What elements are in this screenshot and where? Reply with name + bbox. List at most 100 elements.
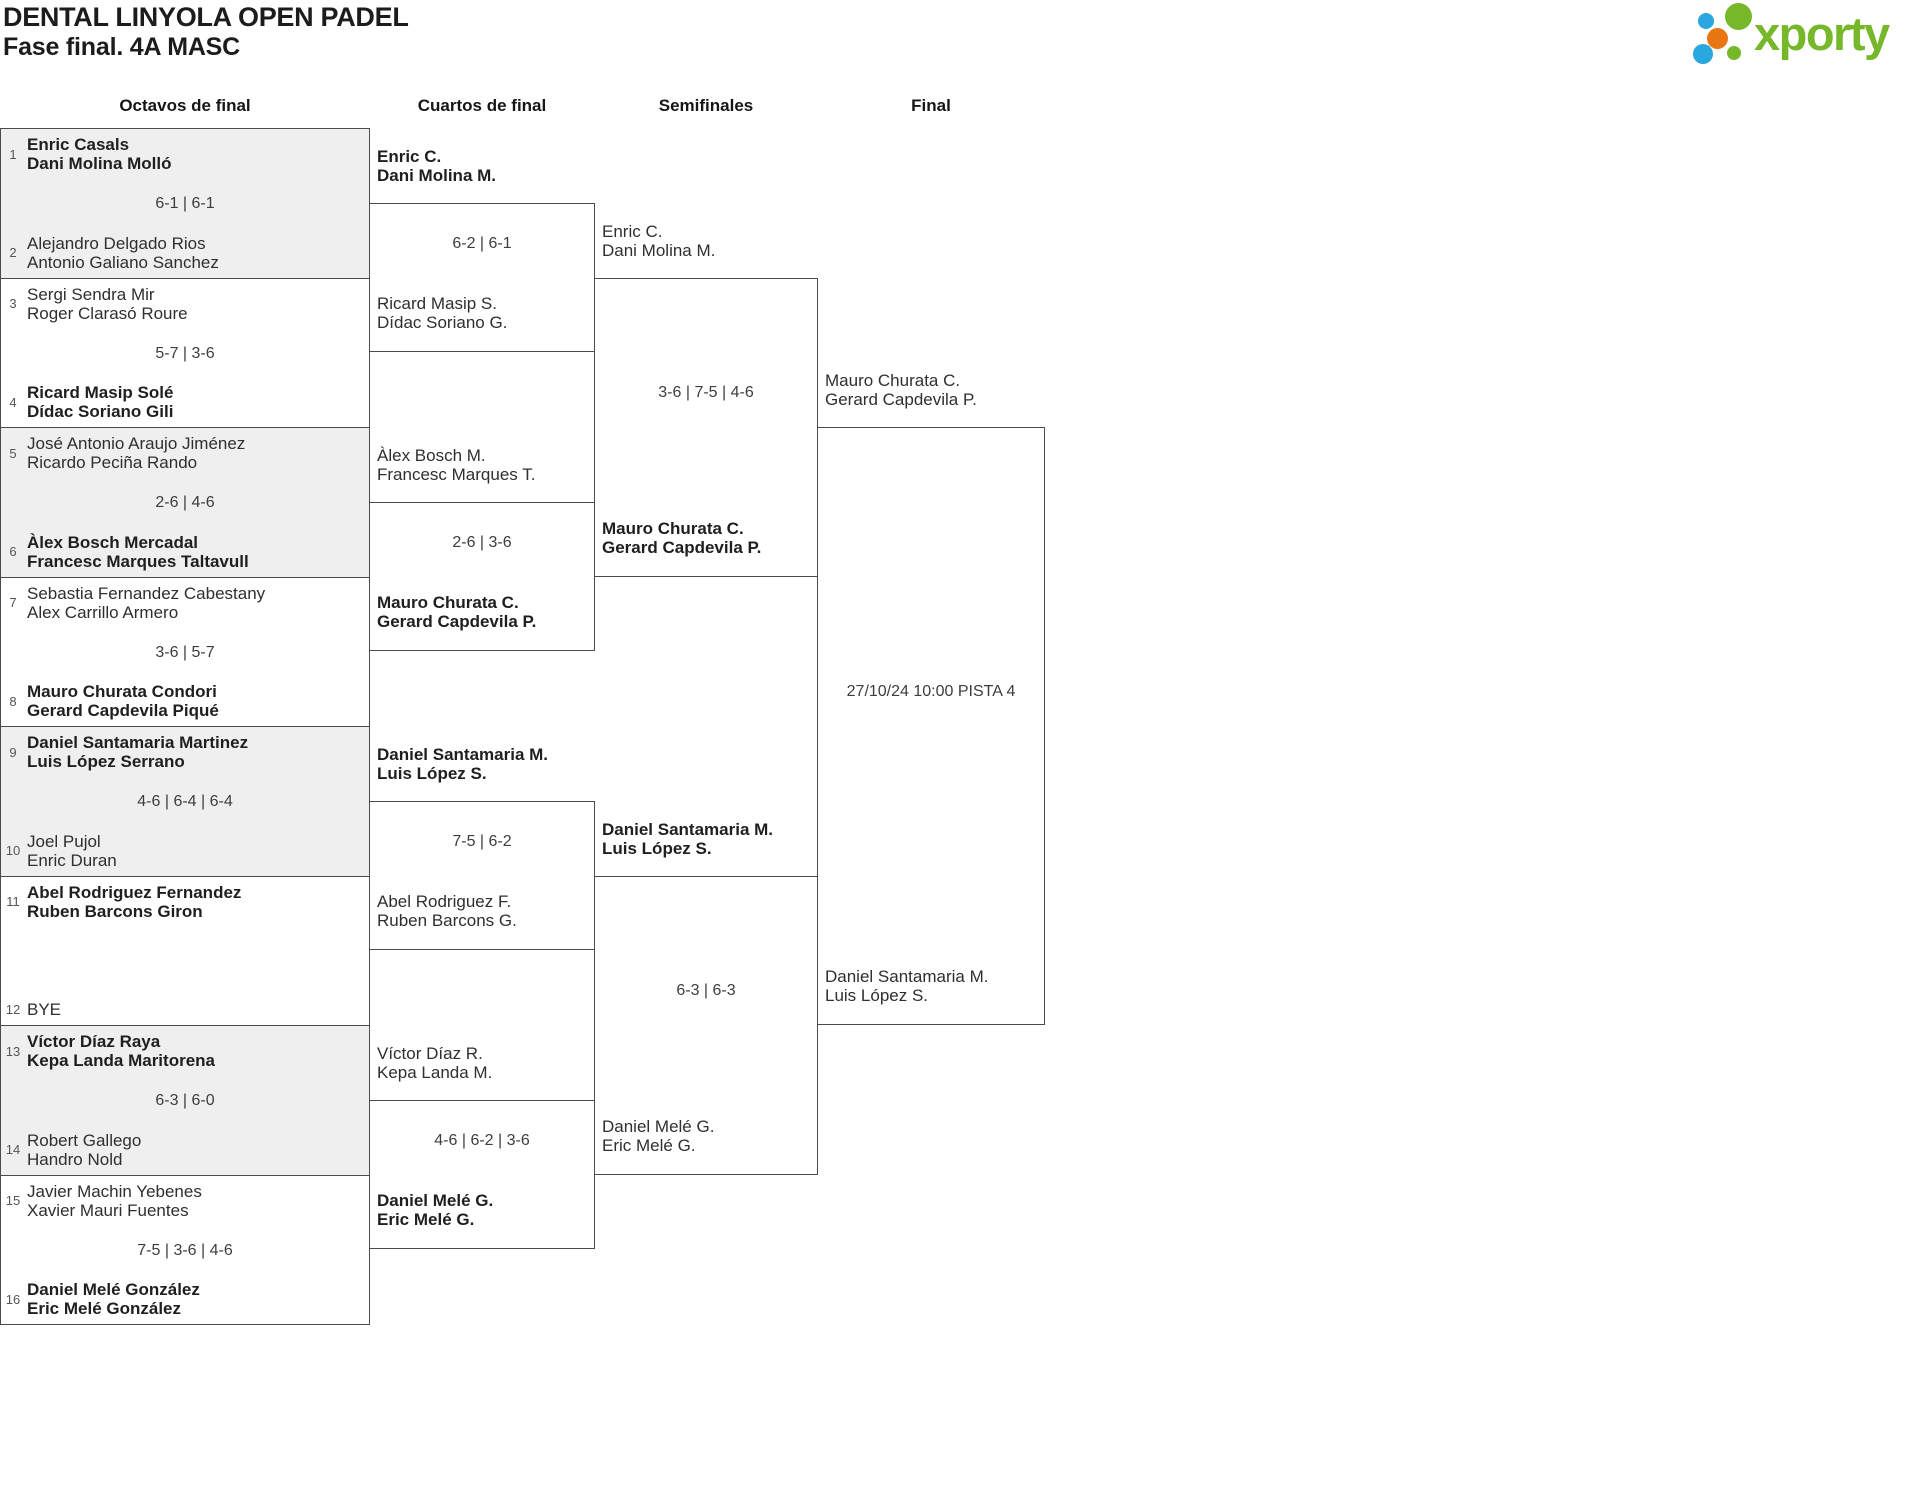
match-score: 6-3 | 6-3 <box>676 981 736 999</box>
team-row: 10 Joel Pujol Enric Duran <box>3 832 117 870</box>
final-schedule: 27/10/24 10:00 PISTA 4 <box>846 683 1016 700</box>
team-row: 13 Víctor Díaz Raya Kepa Landa Maritoren… <box>3 1032 215 1070</box>
match-box-octavos-4: 7 Sebastia Fernandez Cabestany Alex Carr… <box>0 576 370 726</box>
round-header-semifinales: Semifinales <box>658 96 754 115</box>
player-name: Eric Melé González <box>27 1299 181 1318</box>
player-name: Luis López S. <box>825 986 929 1005</box>
player-name: Daniel Santamaria M. <box>602 819 774 839</box>
page-subtitle: Fase final. 4A MASC <box>3 33 240 61</box>
player-name: Ricardo Peciña Rando <box>27 453 198 472</box>
player-name: Francesc Marques Taltavull <box>27 551 249 571</box>
seed-number: 13 <box>5 1043 21 1059</box>
match-box-cuartos-1: Enric C. Dani Molina M. 6-2 | 6-1 Ricard… <box>369 147 595 353</box>
advancing-team: Mauro Churata C. Gerard Capdevila P. <box>377 593 536 631</box>
team-row: 5 José Antonio Araujo Jiménez Ricardo Pe… <box>3 434 245 472</box>
player-name: Ricard Masip Solé <box>27 383 174 402</box>
player-name: Daniel Santamaria Martinez <box>27 733 249 752</box>
seed-number: 3 <box>9 296 17 311</box>
player-name: Eric Melé G. <box>377 1210 475 1230</box>
match-box-cuartos-4: Víctor Díaz R. Kepa Landa M. 4-6 | 6-2 |… <box>369 1044 595 1250</box>
logo-dot-icon <box>1725 3 1752 30</box>
match-score: 5-7 | 3-6 <box>155 344 215 362</box>
match-score: 6-2 | 6-1 <box>452 234 512 252</box>
match-score: 6-3 | 6-0 <box>155 1092 215 1109</box>
match-score: 2-6 | 3-6 <box>452 533 512 551</box>
advancing-team: Mauro Churata C. Gerard Capdevila P. <box>602 519 761 557</box>
seed-number: 4 <box>9 394 17 410</box>
advancing-team: Ricard Masip S. Dídac Soriano G. <box>377 294 507 332</box>
match-box-final: Mauro Churata C. Gerard Capdevila P. 27/… <box>817 371 1045 1025</box>
player-name: Alejandro Delgado Rios <box>27 233 206 253</box>
player-name: Víctor Díaz Raya <box>27 1032 161 1051</box>
match-score: 3-6 | 7-5 | 4-6 <box>658 383 754 401</box>
seed-number: 15 <box>5 1193 21 1208</box>
logo-dot-icon <box>1693 44 1713 64</box>
team-row: 2 Alejandro Delgado Rios Antonio Galiano… <box>3 233 219 272</box>
seed-number: 6 <box>9 544 17 559</box>
seed-number: 11 <box>6 894 20 909</box>
player-name: Daniel Melé G. <box>377 1191 494 1211</box>
player-name: Javier Machin Yebenes <box>27 1181 202 1201</box>
advancing-team: Daniel Melé G. Eric Melé G. <box>377 1191 493 1229</box>
team-row: 16 Daniel Melé González Eric Melé Gonzál… <box>3 1280 200 1318</box>
seed-number: 9 <box>9 744 17 760</box>
player-name: Luis López S. <box>602 838 712 858</box>
match-box-cuartos-3: Daniel Santamaria M. Luis López S. 7-5 |… <box>369 745 595 951</box>
player-name: Robert Gallego <box>27 1130 142 1150</box>
match-score: 6-1 | 6-1 <box>155 195 215 212</box>
match-box-octavos-3: 5 José Antonio Araujo Jiménez Ricardo Pe… <box>0 427 370 577</box>
player-name: Gerard Capdevila P. <box>825 390 977 409</box>
match-score: 7-5 | 6-2 <box>452 832 512 850</box>
match-box-octavos-7: 13 Víctor Díaz Raya Kepa Landa Maritoren… <box>0 1025 370 1175</box>
team-row: 8 Mauro Churata Condori Gerard Capdevila… <box>3 682 219 720</box>
player-name: Víctor Díaz R. <box>377 1043 483 1063</box>
match-box-cuartos-2: Àlex Bosch M. Francesc Marques T. 2-6 | … <box>369 446 595 652</box>
player-name: Daniel Melé González <box>27 1280 200 1299</box>
player-name: Dani Molina M. <box>602 240 716 260</box>
advancing-team: Enric C. Dani Molina M. <box>377 147 496 185</box>
seed-number: 7 <box>9 595 17 610</box>
logo-dot-icon <box>1698 13 1714 29</box>
team-row: 12 BYE <box>3 1000 61 1019</box>
player-name: Antonio Galiano Sanchez <box>27 252 219 272</box>
seed-number: 14 <box>5 1142 21 1157</box>
player-name: Roger Clarasó Roure <box>27 303 188 323</box>
match-score: 7-5 | 3-6 | 4-6 <box>137 1241 233 1259</box>
match-box-octavos-5: 9 Daniel Santamaria Martinez Luis López … <box>0 726 370 876</box>
player-name: Kepa Landa Maritorena <box>27 1051 215 1070</box>
player-name: Àlex Bosch M. <box>377 445 486 465</box>
player-name: Enric C. <box>377 146 442 166</box>
match-score: 2-6 | 4-6 <box>155 494 215 511</box>
player-name: Francesc Marques T. <box>377 464 536 484</box>
player-name: Gerard Capdevila P. <box>602 537 762 557</box>
match-box-octavos-1: 1 Enric Casals Dani Molina Molló 6-1 | 6… <box>0 128 370 278</box>
advancing-team: Abel Rodriguez F. Ruben Barcons G. <box>377 892 517 930</box>
player-name: Handro Nold <box>27 1149 123 1169</box>
advancing-team: Àlex Bosch M. Francesc Marques T. <box>377 446 535 484</box>
team-row: 3 Sergi Sendra Mir Roger Clarasó Roure <box>3 285 188 323</box>
match-box-octavos-6: 11 Abel Rodriguez Fernandez Ruben Barcon… <box>0 875 370 1025</box>
player-name: Alex Carrillo Armero <box>27 602 179 622</box>
round-header-cuartos: Cuartos de final <box>417 96 547 115</box>
advancing-team: Daniel Santamaria M. Luis López S. <box>377 745 548 783</box>
match-score: 3-6 | 5-7 <box>155 643 215 661</box>
logo-text: xporty <box>1754 7 1890 60</box>
player-name: Ruben Barcons Giron <box>27 901 203 921</box>
player-name: Gerard Capdevila P. <box>377 612 537 632</box>
player-name: Dídac Soriano G. <box>377 313 508 333</box>
logo-dot-icon <box>1707 28 1728 49</box>
seed-number: 10 <box>5 843 21 858</box>
team-row: 4 Ricard Masip Solé Dídac Soriano Gili <box>3 383 173 421</box>
player-name: Dídac Soriano Gili <box>27 402 174 421</box>
match-box-semifinal-1: Enric C. Dani Molina M. 3-6 | 7-5 | 4-6 … <box>594 222 818 577</box>
player-name: Luis López Serrano <box>27 752 185 771</box>
seed-number: 16 <box>5 1291 21 1307</box>
team-row: 1 Enric Casals Dani Molina Molló <box>3 135 172 173</box>
player-name: Gerard Capdevila Piqué <box>27 701 219 720</box>
advancing-team: Daniel Melé G. Eric Melé G. <box>602 1117 714 1155</box>
player-name: Kepa Landa M. <box>377 1062 493 1082</box>
player-name: Dani Molina Molló <box>27 154 172 173</box>
player-name: Sebastia Fernandez Cabestany <box>27 583 266 603</box>
advancing-team: Víctor Díaz R. Kepa Landa M. <box>377 1044 492 1082</box>
